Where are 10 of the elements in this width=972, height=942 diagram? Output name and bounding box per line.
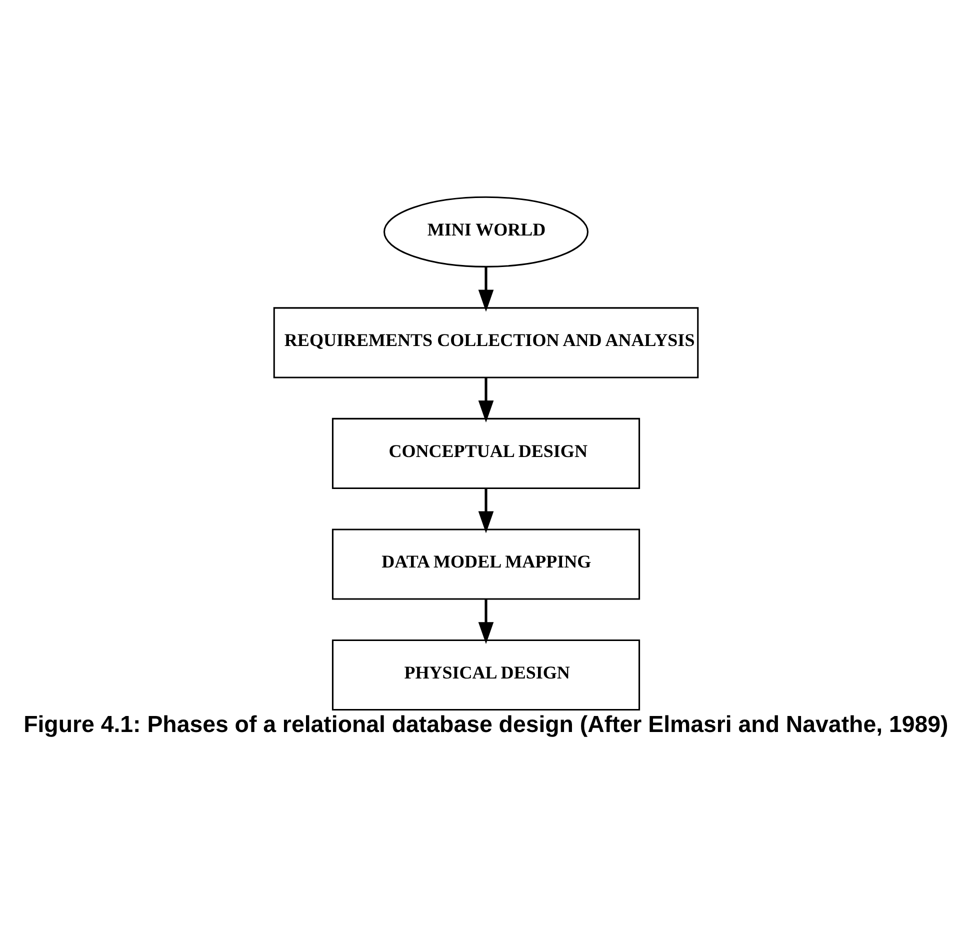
caption: Figure 4.1: Phases of a relational database design (After Elmasri and Navathe, 1989) [24,710,948,737]
node-box: CONCEPTUAL DESIGN [332,417,640,489]
node-box: PHYSICAL DESIGN [332,638,640,710]
node-ellipse: MINI WORLD [383,196,589,267]
node-box: REQUIREMENTS COLLECTION AND ANALYSIS [273,306,699,378]
arrow [478,598,494,644]
arrow [478,377,494,422]
arrow [478,266,494,312]
node-box: DATA MODEL MAPPING [332,528,640,600]
arrow [478,488,494,533]
